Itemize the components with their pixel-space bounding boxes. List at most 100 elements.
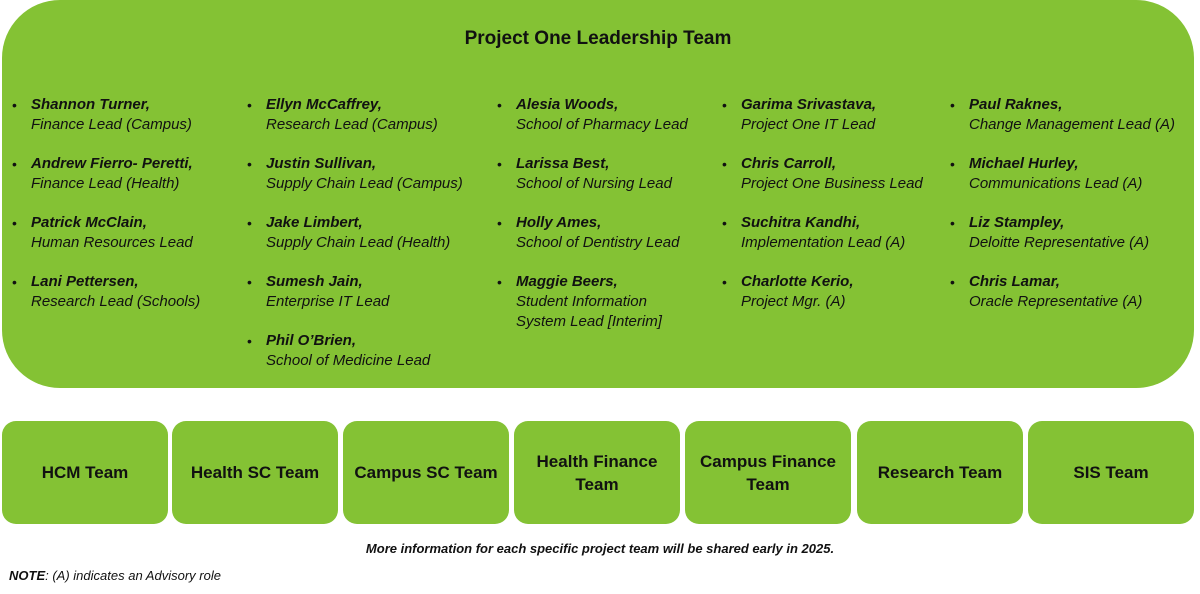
team-box-research: Research Team	[857, 421, 1023, 524]
member-entry: • Larissa Best, School of Nursing Lead	[497, 154, 688, 213]
member-role: Student Information	[516, 293, 647, 310]
member-entry: • Lani Pettersen, Research Lead (Schools)	[12, 272, 200, 331]
member-name: Paul Raknes,	[969, 96, 1063, 113]
bullet-icon: •	[722, 274, 727, 290]
member-name: Patrick McClain,	[31, 214, 147, 231]
member-role: Change Management Lead (A)	[969, 116, 1175, 133]
team-box-campus-sc: Campus SC Team	[343, 421, 509, 524]
member-role: Finance Lead (Campus)	[31, 116, 192, 133]
member-name: Holly Ames,	[516, 214, 602, 231]
member-role: Supply Chain Lead (Health)	[266, 234, 451, 251]
bullet-icon: •	[722, 97, 727, 113]
member-name: Andrew Fierro- Peretti,	[31, 155, 193, 172]
member-name: Chris Carroll,	[741, 155, 837, 172]
member-role: Supply Chain Lead (Campus)	[266, 175, 463, 192]
team-label: HCM Team	[41, 463, 129, 482]
member-role: Project Mgr. (A)	[741, 293, 846, 310]
member-name: Maggie Beers,	[516, 273, 618, 290]
bullet-icon: •	[497, 274, 502, 290]
footnote: More information for each specific proje…	[365, 541, 835, 556]
member-entry: •Michael Hurley,Communications Lead (A)	[950, 154, 1175, 213]
member-entry: • Andrew Fierro- Peretti, Finance Lead (He…	[12, 154, 200, 213]
member-entry: • Justin Sullivan, Supply Chain Lead (Camp…	[247, 154, 463, 213]
member-role: Research Lead (Campus)	[266, 116, 438, 133]
advisory-note: NOTE: (A) indicates an Advisory role	[9, 568, 221, 583]
bullet-icon: •	[247, 156, 252, 172]
member-role: Project One Business Lead	[741, 175, 923, 192]
team-label: Health SC Team	[190, 463, 320, 482]
member-role: Research Lead (Schools)	[31, 293, 201, 310]
member-entry: • Patrick McClain, Human Resources Lead	[12, 213, 200, 272]
bullet-icon: •	[722, 215, 727, 231]
member-role: Communications Lead (A)	[969, 175, 1143, 192]
member-name: Liz Stampley,	[969, 214, 1065, 231]
team-label: Campus Finance	[699, 451, 837, 471]
member-name: Michael Hurley,	[969, 155, 1079, 172]
panel-title: Project One Leadership Team	[464, 28, 732, 49]
member-role: School of Dentistry Lead	[516, 234, 680, 251]
bullet-icon: •	[12, 215, 17, 231]
member-entry: •Phil O’Brien,School of Medicine Lead	[247, 331, 463, 390]
member-column-5: •Paul Raknes,Change Management Lead (A) …	[950, 95, 1175, 331]
member-role: School of Pharmacy Lead	[516, 116, 688, 133]
member-role: Deloitte Representative (A)	[969, 234, 1150, 251]
team-box-sis: SIS Team	[1028, 421, 1194, 524]
member-name: Charlotte Kerio,	[741, 273, 854, 290]
member-entry: •Suchitra Kandhi,Implementation Lead (A)	[722, 213, 923, 272]
bullet-icon: •	[950, 274, 955, 290]
member-name: Ellyn McCaffrey,	[266, 96, 382, 113]
member-name: Larissa Best,	[516, 155, 610, 172]
team-label-line-2: Team	[575, 474, 619, 494]
member-name: Alesia Woods,	[516, 96, 619, 113]
bullet-icon: •	[12, 156, 17, 172]
member-entry: • Shannon Turner, Finance Lead (Campus)	[12, 95, 200, 154]
member-entry: • Garima Srivastava, Project One IT Lead	[722, 95, 923, 154]
member-column-4: • Garima Srivastava, Project One IT Lead •…	[722, 95, 923, 331]
member-entry: • Sumesh Jain, Enterprise IT Lead	[247, 272, 463, 331]
member-entry: • Ellyn McCaffrey, Research Lead (Campus)	[247, 95, 463, 154]
member-name: Jake Limbert,	[266, 214, 363, 231]
member-entry: • Chris Carroll, Project One Business Lead	[722, 154, 923, 213]
team-label-line-2: Team	[746, 474, 790, 494]
member-name: Lani Pettersen,	[31, 273, 139, 290]
member-entry: • Charlotte Kerio, Project Mgr. (A)	[722, 272, 923, 331]
team-label: Research Team	[877, 463, 1003, 482]
bullet-icon: •	[247, 215, 252, 231]
note-label: NOTE	[9, 568, 46, 583]
member-role: Human Resources Lead	[31, 234, 193, 251]
bullet-icon: •	[247, 97, 252, 113]
note-text: : (A) indicates an Advisory role	[45, 568, 221, 583]
member-role: School of Nursing Lead	[516, 175, 672, 192]
member-role: School of Medicine Lead	[266, 352, 431, 369]
member-name: Chris Lamar,	[969, 273, 1060, 290]
team-label: SIS Team	[1073, 463, 1149, 482]
bullet-icon: •	[247, 333, 252, 349]
member-column-2: •Ellyn McCaffrey,Research Lead (Campus) …	[247, 95, 463, 390]
leadership-team-panel: Project One Leadership Team • Shannon Tur…	[2, 0, 1194, 388]
member-role: Project One IT Lead	[741, 116, 876, 133]
member-entry: •Holly Ames,School of Dentistry Lead	[497, 213, 688, 272]
member-name: Justin Sullivan,	[266, 155, 377, 172]
member-role: Finance Lead (Health)	[31, 175, 180, 192]
team-label: Campus SC Team	[354, 463, 498, 482]
member-role: Enterprise IT Lead	[266, 293, 390, 310]
member-name: Garima Srivastava,	[741, 96, 877, 113]
member-name: Sumesh Jain,	[266, 273, 363, 290]
bullet-icon: •	[247, 274, 252, 290]
member-role-line-2: System Lead [Interim]	[516, 313, 662, 330]
member-name: Shannon Turner,	[31, 96, 150, 113]
bullet-icon: •	[12, 97, 17, 113]
bullet-icon: •	[12, 274, 17, 290]
team-box-health-sc: Health SC Team	[172, 421, 338, 524]
member-entry: •Paul Raknes,Change Management Lead (A)	[950, 95, 1175, 154]
team-label: Health Finance	[536, 451, 658, 471]
team-box-hcm: HCM Team	[2, 421, 168, 524]
member-name: Suchitra Kandhi,	[741, 214, 861, 231]
bullet-icon: •	[497, 156, 502, 172]
bullet-icon: •	[950, 215, 955, 231]
member-column-3: • Alesia Woods, School of Pharmacy Lead • L…	[497, 95, 688, 331]
bullet-icon: •	[722, 156, 727, 172]
